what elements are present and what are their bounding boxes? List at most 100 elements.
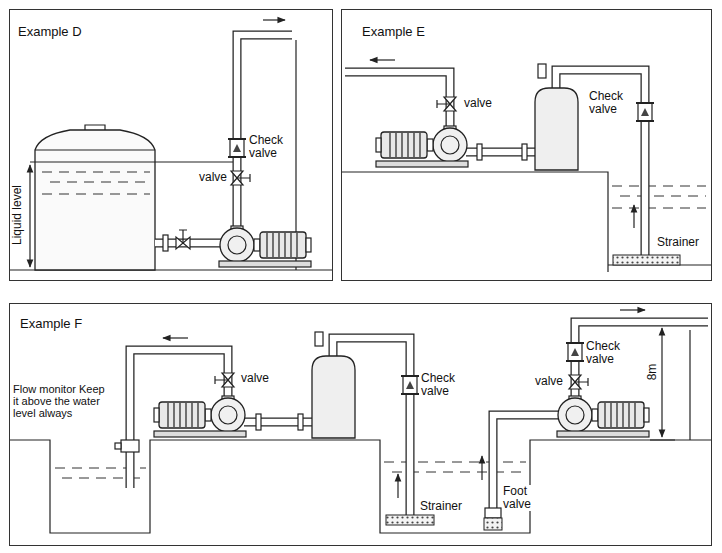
tank [35, 130, 155, 270]
callout-label-box: valve [463, 97, 493, 110]
callout-label: Strainer [419, 500, 463, 513]
flow-monitor [115, 443, 121, 449]
vessel [315, 332, 323, 346]
valve [163, 97, 588, 430]
flow-arrow [633, 205, 634, 228]
pipe-bore [345, 72, 450, 128]
foot-valve [485, 508, 501, 518]
callout-label-box: Strainer [419, 500, 463, 513]
callout-label-box: Check valve [420, 372, 464, 398]
callout-label-box: valve [198, 171, 228, 184]
strainer [386, 255, 680, 525]
pipe-bore [237, 35, 292, 228]
callout-label-box: valve [240, 372, 270, 385]
callout-label: Check valve [248, 134, 292, 160]
panel-title: Example F [20, 316, 82, 331]
callout-label-box: Check valve [248, 134, 292, 160]
tank [85, 125, 105, 130]
callout-label: Liquid level [11, 184, 24, 246]
water-surface [30, 161, 237, 162]
pipe [345, 72, 450, 128]
callout-label: valve [198, 171, 228, 184]
foot-valve [484, 518, 502, 530]
foot-valve [484, 508, 502, 530]
check-valve [636, 103, 654, 121]
valve [569, 375, 588, 389]
valve [215, 373, 234, 387]
pipe [575, 322, 708, 398]
callout-label: Foot valve [502, 485, 538, 511]
pump [154, 126, 649, 437]
flow-arrow [481, 456, 482, 480]
pipe [493, 415, 559, 510]
ground [9, 40, 712, 533]
vessel [312, 64, 578, 438]
valve [256, 414, 261, 430]
vessel [312, 356, 355, 438]
strainer [613, 255, 680, 265]
dimension-line [29, 165, 30, 267]
ground [689, 330, 690, 440]
dimension-line [661, 328, 662, 437]
valve [477, 144, 482, 160]
ground [341, 172, 712, 272]
strainer [386, 515, 434, 525]
check-valve [566, 343, 584, 361]
pipe-bore [130, 35, 708, 516]
pump [376, 126, 468, 167]
callout-label-box: 8m [646, 363, 659, 382]
callout-label-box: Strainer [656, 236, 700, 249]
dimension-line [650, 325, 675, 440]
flow-monitor [121, 440, 139, 452]
panel-title: Example D [18, 24, 82, 39]
callout-label: Flow monitor Keep it above the water lev… [12, 383, 110, 419]
pipe [130, 35, 708, 516]
valve [437, 97, 456, 111]
callout-label: Strainer [656, 236, 700, 249]
water-surface [42, 172, 150, 194]
tank [35, 149, 155, 150]
ground [9, 440, 712, 533]
flow-arrow [263, 19, 285, 20]
tank [35, 125, 155, 270]
pump [154, 396, 246, 437]
pipe [237, 35, 292, 228]
callout-label-box: valve [534, 375, 564, 388]
water-surface [384, 462, 526, 472]
pipe-bore [575, 322, 708, 398]
valve [176, 230, 190, 249]
callout-label: valve [534, 375, 564, 388]
valve [522, 144, 527, 160]
flow-arrow [163, 337, 188, 338]
vessel [535, 88, 578, 170]
callout-label-box: Liquid level [11, 184, 24, 246]
flow-arrow [370, 59, 395, 60]
callout-label-box: Foot valve [502, 485, 538, 511]
callout-label: Check valve [588, 90, 632, 116]
valve [231, 171, 250, 185]
callout-label-box: Check valve [585, 340, 629, 366]
flow-monitor [115, 440, 139, 452]
water-surface [612, 186, 706, 208]
check-valve [228, 139, 246, 157]
pump [219, 226, 311, 267]
check-valve [401, 376, 419, 394]
pipe-bore [493, 415, 559, 510]
callout-label-box: Check valve [588, 90, 632, 116]
callout-label: valve [240, 372, 270, 385]
check-valve [228, 103, 654, 394]
valve [298, 414, 303, 430]
callout-label: valve [463, 97, 493, 110]
valve [163, 235, 168, 251]
flow-arrow [397, 474, 398, 498]
callout-label: Check valve [420, 372, 464, 398]
pump [557, 396, 649, 437]
vessel [538, 64, 546, 78]
callout-label-box: Flow monitor Keep it above the water lev… [12, 383, 110, 419]
flow-arrow [620, 309, 645, 310]
callout-label: 8m [646, 363, 659, 382]
callout-label: Check valve [585, 340, 629, 366]
panel-title: Example E [362, 24, 425, 39]
